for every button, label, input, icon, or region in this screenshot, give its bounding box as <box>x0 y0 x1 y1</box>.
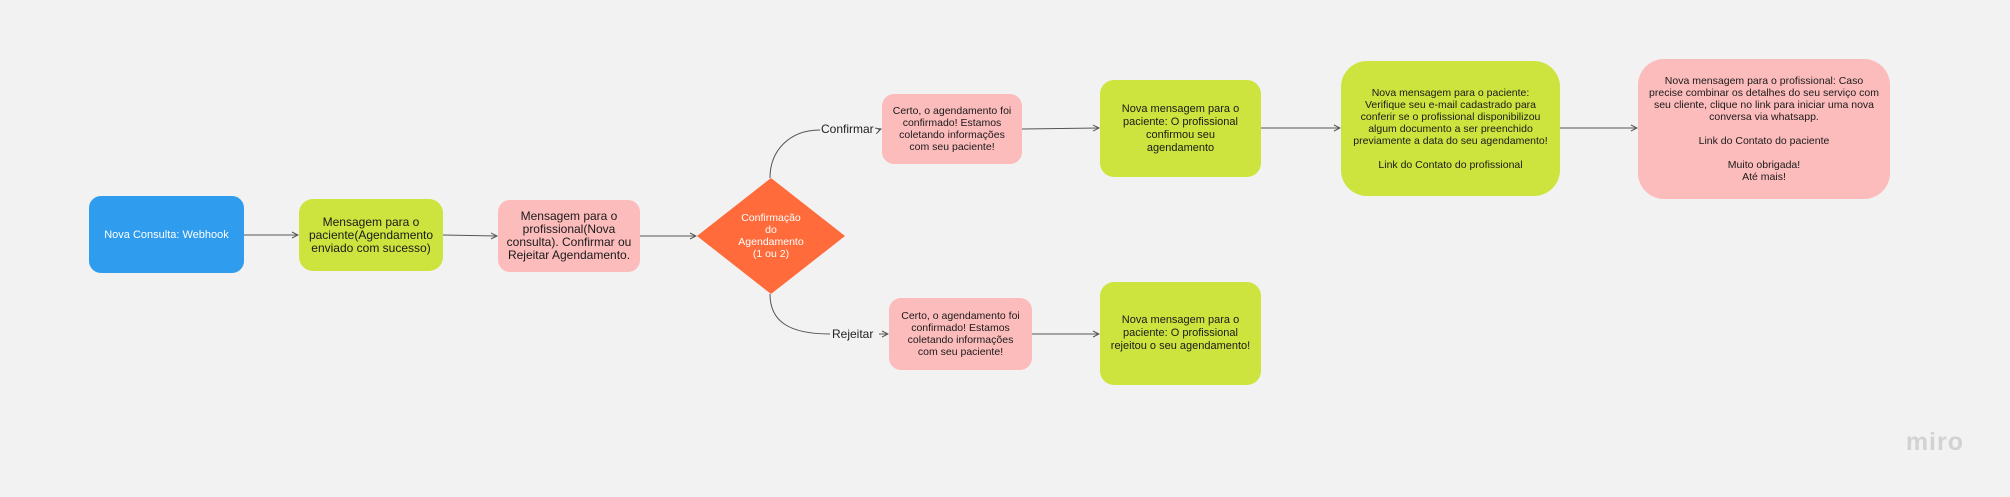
decision-label: Confirmação do Agendamento (1 ou 2) <box>738 212 804 260</box>
confirm-paciente-node[interactable]: Nova mensagem para o paciente: O profiss… <box>1100 80 1261 177</box>
miro-logo: miro <box>1905 428 1964 456</box>
edge-paciente-to-profissional <box>442 235 497 236</box>
edge-decision-to-reject <box>769 293 831 335</box>
decision-diamond-shape <box>697 178 845 294</box>
profissional-message-text: Mensagem para o profissional(Nova consul… <box>506 209 632 262</box>
confirm-paciente-2-text: Nova mensagem para o paciente: Verifique… <box>1353 86 1548 171</box>
paciente-message-node[interactable]: Mensagem para o paciente(Agendamento env… <box>299 199 443 271</box>
confirm-profissional-node[interactable]: Nova mensagem para o profissional: Caso … <box>1638 59 1890 199</box>
reject-paciente-text: Nova mensagem para o paciente: O profiss… <box>1110 314 1251 352</box>
confirm-ack-text: Certo, o agendamento foi confirmado! Est… <box>892 105 1012 153</box>
paciente-message-text: Mensagem para o paciente(Agendamento env… <box>308 214 434 255</box>
webhook-node[interactable]: Nova Consulta: Webhook <box>89 196 244 273</box>
confirm-ack-node[interactable]: Certo, o agendamento foi confirmado! Est… <box>882 94 1022 164</box>
decision-node[interactable]: Confirmação do Agendamento (1 ou 2) <box>697 178 845 294</box>
reject-edge-label: Rejeitar <box>831 327 875 341</box>
reject-ack-node[interactable]: Certo, o agendamento foi confirmado! Est… <box>889 298 1032 370</box>
reject-paciente-node[interactable]: Nova mensagem para o paciente: O profiss… <box>1100 282 1261 385</box>
edge-confirm-arrow <box>878 129 881 130</box>
webhook-node-text: Nova Consulta: Webhook <box>104 228 229 241</box>
confirm-edge-label: Confirmar <box>820 122 875 136</box>
confirm-paciente-2-node[interactable]: Nova mensagem para o paciente: Verifique… <box>1341 61 1560 196</box>
reject-ack-text: Certo, o agendamento foi confirmado! Est… <box>901 310 1020 358</box>
profissional-message-node[interactable]: Mensagem para o profissional(Nova consul… <box>498 200 640 272</box>
edge-confirm-ack-to-paciente <box>1021 128 1099 129</box>
edge-decision-to-confirm <box>769 129 821 179</box>
confirm-paciente-text: Nova mensagem para o paciente: O profiss… <box>1121 102 1240 154</box>
confirm-profissional-text: Nova mensagem para o profissional: Caso … <box>1649 75 1879 183</box>
